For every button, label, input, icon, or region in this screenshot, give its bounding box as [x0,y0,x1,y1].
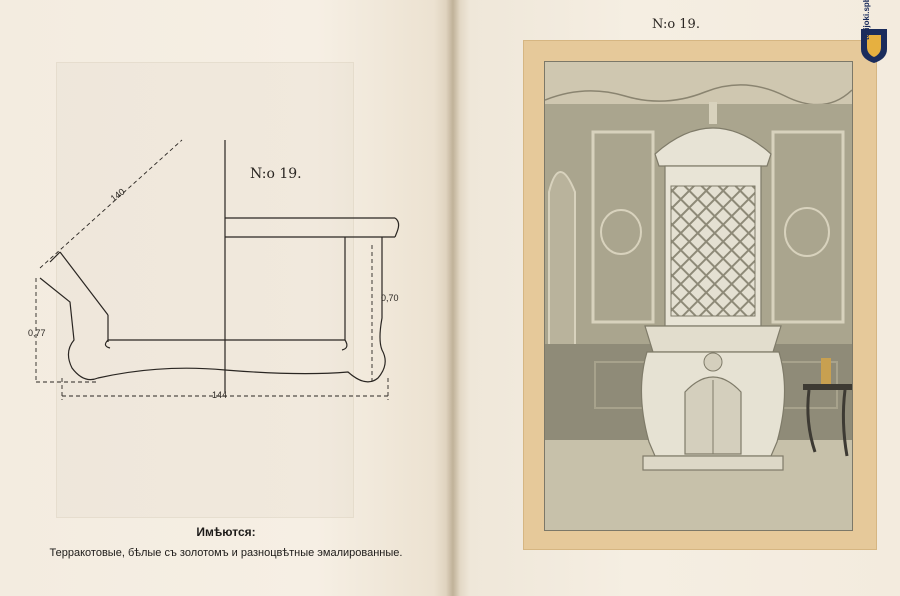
base-outline [39,237,386,383]
book-gutter [446,0,460,596]
body-front-right-cap [341,339,348,351]
tiled-stove-illustration [545,62,852,530]
body-slanted-side [59,251,109,316]
stove-lattice [670,185,756,317]
dimension-left-height: 0,77 [28,328,46,338]
bleed-through-shadow [56,62,354,518]
dimension-right-height: 0,70 [381,293,399,303]
availability-heading: Имѣются: [196,525,256,539]
side-table [803,384,852,390]
body-slanted-cap [49,251,61,263]
stove-crown [654,127,772,167]
diagonal-dimension-line [39,139,183,269]
stove-base [642,455,784,471]
watermark-text: terijoki.spb.ru [862,0,871,40]
stove-illustration-plate [545,62,852,530]
wall-panel-right [771,130,845,324]
dimension-width: 144 [212,390,228,400]
availability-description: Терракотовые, бѣлые съ золотомъ и разноц… [49,547,403,559]
wall-end-curve [394,217,400,238]
left-page: N:o 19. 140 0,70 0,77 144 Имѣются: Терра… [0,0,452,596]
stove-floor-plan-drawing [35,139,400,400]
diagram-number: N:o 19. [250,166,302,182]
plate-number: N:o 19. [652,17,700,32]
watermark-shield-logo [861,29,887,63]
cornice [545,62,852,104]
wall-panel-left [591,130,655,324]
body-front-left-cap [104,339,111,349]
